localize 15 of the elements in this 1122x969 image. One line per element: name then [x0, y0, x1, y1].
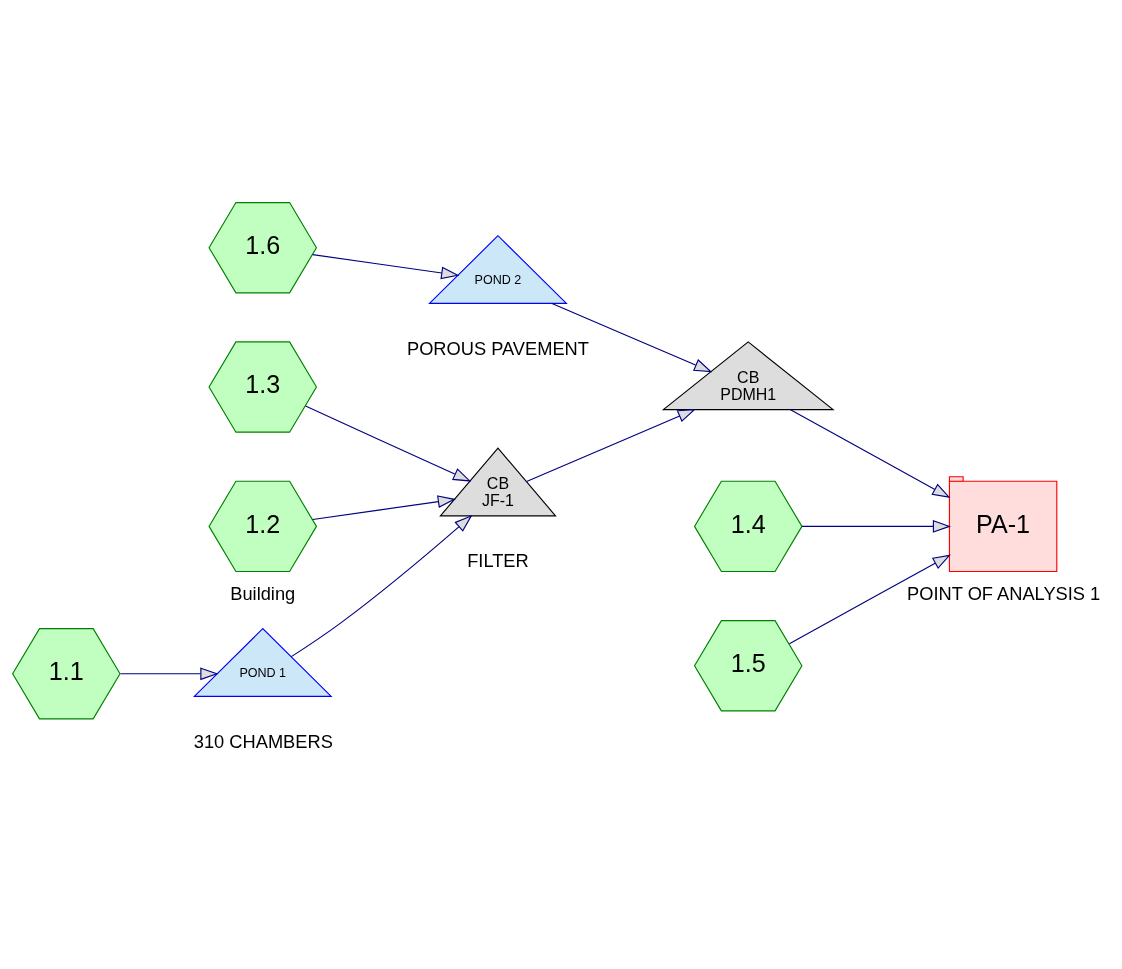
- node-label: POROUS PAVEMENT: [406, 337, 589, 359]
- arrow: [551, 302, 713, 372]
- arrow: [526, 408, 696, 482]
- arrow: [789, 408, 951, 498]
- node-label: Building: [230, 582, 296, 604]
- node-label: POINT OF ANALYSIS 1: [907, 582, 1101, 604]
- arrow: [788, 554, 951, 644]
- arrow: [290, 514, 473, 657]
- arrow: [801, 519, 952, 533]
- node-label: 310 CHAMBERS: [193, 730, 333, 752]
- node-label: FILTER: [467, 549, 529, 571]
- arrow: [312, 494, 457, 520]
- arrow: [304, 405, 472, 482]
- arrow: [119, 666, 219, 680]
- arrow: [312, 253, 460, 279]
